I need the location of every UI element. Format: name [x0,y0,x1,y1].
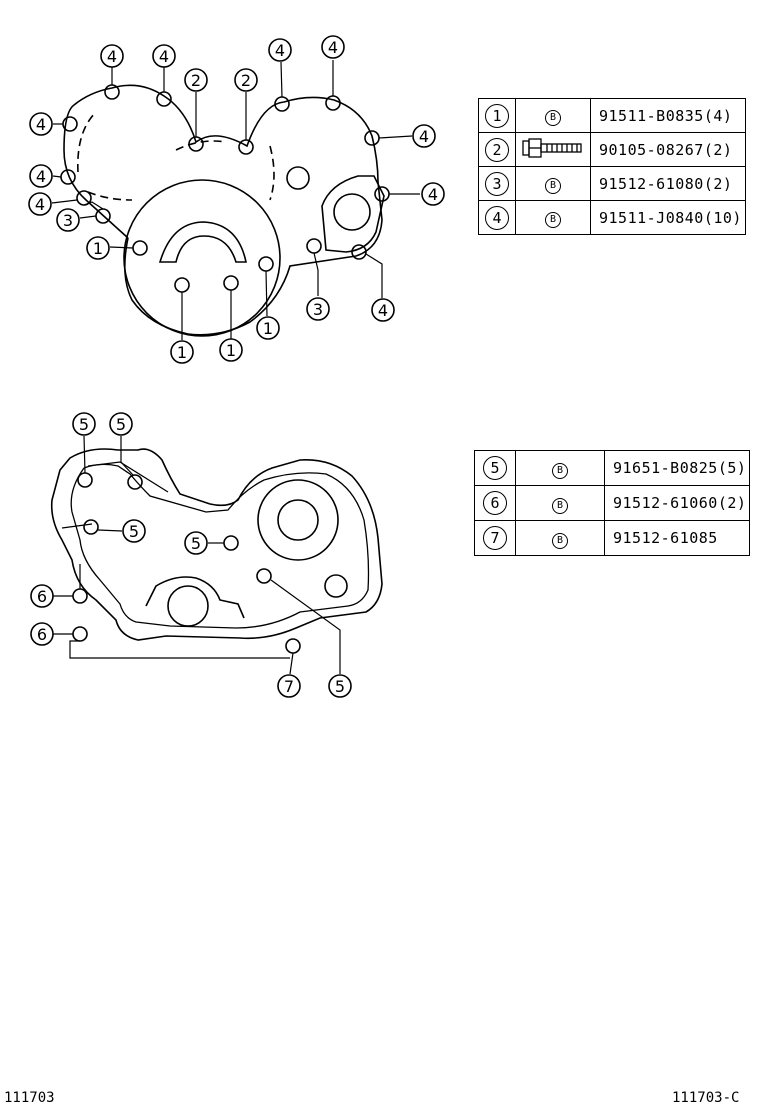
callout-6: 6 [37,587,47,606]
callout-4: 4 [36,115,46,134]
part-number: 90105-08267(2) [590,132,746,167]
upper-bolt-holes [60,84,390,293]
index-callout: 6 [483,491,507,515]
bolt-b-symbol: B [545,110,561,126]
callout-1: 1 [226,341,236,360]
bolt-b-symbol: B [552,497,568,514]
table-row: 6 B 91512-61060(2) [474,485,750,521]
index-callout: 4 [485,205,509,230]
part-number: 91651-B0825(5) [604,450,750,486]
callout-1: 1 [93,239,103,258]
bolt-b-symbol: B [552,462,568,479]
callout-2: 2 [191,71,201,90]
index-callout: 1 [485,103,509,128]
table-row: 2 90105-08267(2) [478,132,746,167]
callouts: 4 4 2 2 4 4 4 4 4 4 4 3 1 1 1 1 3 4 5 5 … [28,35,445,698]
bolt-b-symbol: B [552,532,568,549]
callout-4: 4 [419,127,429,146]
part-number: 91512-61080(2) [590,166,746,201]
table-row: 5 B 91651-B0825(5) [474,450,750,486]
callout-5: 5 [129,522,139,541]
footer-code-right: 111703-C [672,1090,740,1106]
table-row: 1 B 91511-B0835(4) [478,98,746,133]
callout-5: 5 [79,415,89,434]
callout-7: 7 [284,677,294,696]
lower-leader-lines [53,435,341,675]
bolt-b-symbol: B [545,178,561,194]
upper-timing-cover-outline [63,84,385,337]
part-number: 91512-61085 [604,520,750,556]
callout-4: 4 [378,301,388,320]
callout-5: 5 [335,677,345,696]
table-row: 3 B 91512-61080(2) [478,166,746,201]
upper-leader-lines [51,60,420,340]
callout-4: 4 [328,38,338,57]
table-row: 7 B 91512-61085 [474,520,750,556]
callout-2: 2 [241,71,251,90]
index-callout: 3 [485,171,509,196]
callout-4: 4 [36,167,46,186]
callout-3: 3 [313,300,323,319]
callout-5: 5 [116,415,126,434]
parts-table-upper: 1 B 91511-B0835(4) 2 90105-08267(2) 3 B … [478,98,746,235]
table-row: 4 B 91511-J0840(10) [478,200,746,235]
index-callout: 7 [483,526,507,550]
callout-3: 3 [63,211,73,230]
part-number: 91511-J0840(10) [590,200,746,235]
bolt-icon [522,137,582,158]
callout-4: 4 [159,47,169,66]
index-callout: 2 [485,137,509,162]
callout-5: 5 [191,534,201,553]
callout-4: 4 [107,47,117,66]
lower-plate-outline [50,448,383,641]
part-number: 91511-B0835(4) [590,98,746,133]
index-callout: 5 [483,456,507,480]
callout-1: 1 [263,319,273,338]
callout-6: 6 [37,625,47,644]
callout-4: 4 [35,195,45,214]
callout-1: 1 [177,343,187,362]
bolt-b-symbol: B [545,212,561,228]
callout-4: 4 [275,41,285,60]
part-number: 91512-61060(2) [604,485,750,521]
parts-table-lower: 5 B 91651-B0825(5) 6 B 91512-61060(2) 7 … [474,450,750,556]
callout-4: 4 [428,185,438,204]
footer-code-left: 111703 [4,1090,55,1106]
